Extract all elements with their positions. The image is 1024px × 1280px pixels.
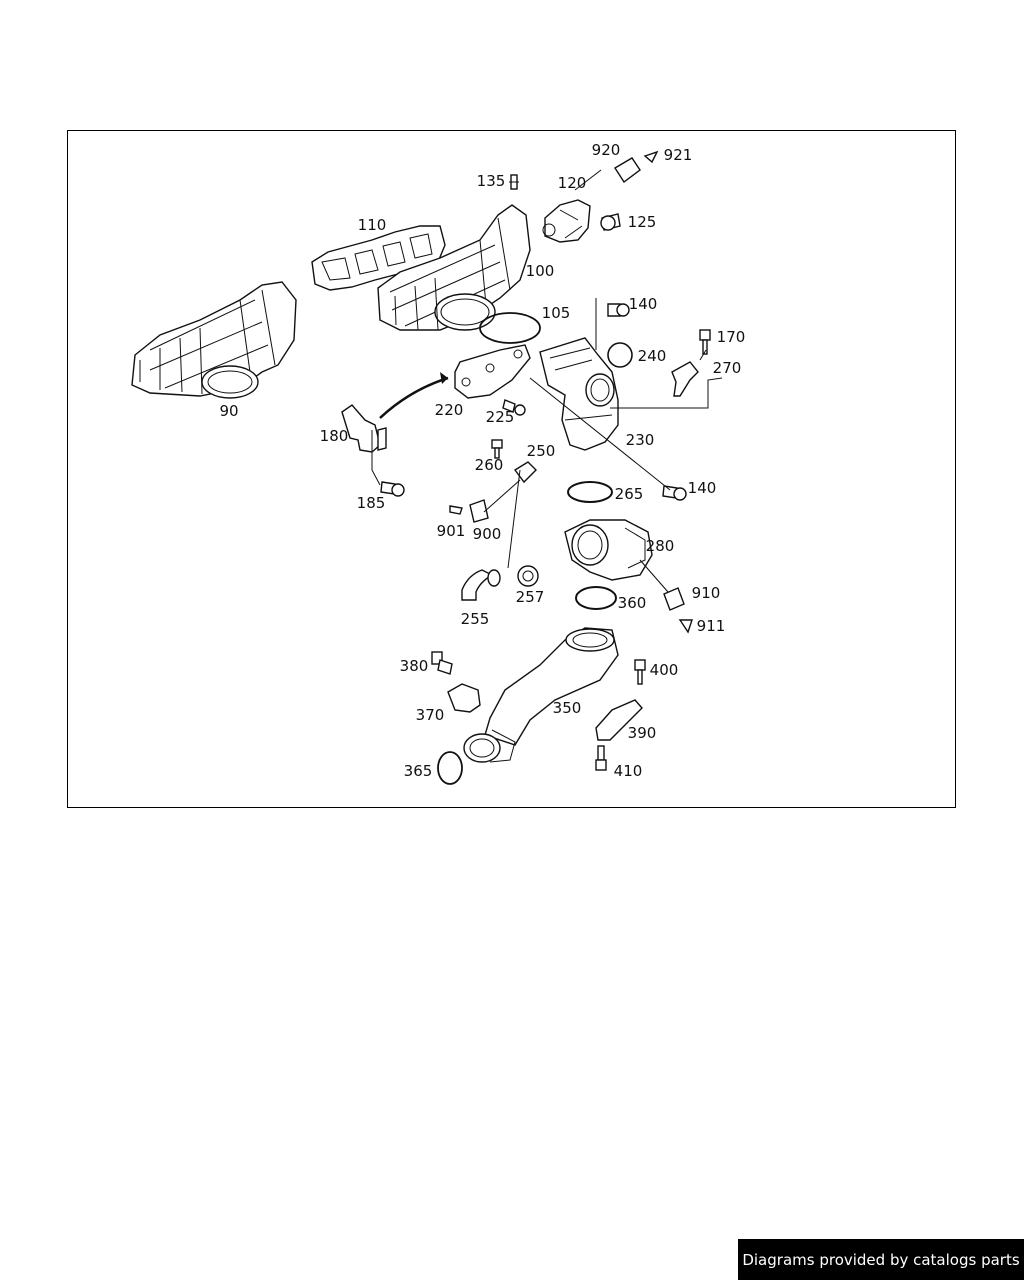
diagram-frame	[67, 130, 956, 808]
label-900: 900	[473, 525, 502, 543]
label-370: 370	[416, 706, 445, 724]
part-380-bolt[interactable]	[431, 651, 453, 675]
part-220-gasket-plate[interactable]	[454, 344, 531, 399]
label-265: 265	[615, 485, 644, 503]
label-410: 410	[614, 762, 643, 780]
part-185-bolt[interactable]	[380, 481, 405, 497]
label-911: 911	[697, 617, 726, 635]
label-125: 125	[628, 213, 657, 231]
label-921: 921	[664, 146, 693, 164]
part-410-bolt[interactable]	[595, 745, 607, 771]
label-110: 110	[358, 216, 387, 234]
label-140-upper: 140	[629, 295, 658, 313]
part-230-throttle-housing[interactable]	[539, 337, 619, 451]
label-90: 90	[219, 402, 238, 420]
label-220: 220	[435, 401, 464, 419]
label-140-lower: 140	[688, 479, 717, 497]
part-350-intake-pipe[interactable]	[463, 627, 619, 763]
part-900-connector[interactable]	[469, 499, 489, 523]
part-920-connector[interactable]	[614, 157, 641, 184]
part-100-intake-manifold-right[interactable]	[377, 204, 531, 331]
label-240: 240	[638, 347, 667, 365]
label-360: 360	[618, 594, 647, 612]
label-250: 250	[527, 442, 556, 460]
label-280: 280	[646, 537, 675, 555]
label-350: 350	[553, 699, 582, 717]
part-90-intake-manifold-left[interactable]	[131, 281, 297, 399]
label-105: 105	[542, 304, 571, 322]
part-400-bolt[interactable]	[634, 659, 646, 685]
label-380: 380	[400, 657, 429, 675]
label-230: 230	[626, 431, 655, 449]
label-270: 270	[713, 359, 742, 377]
part-180-bracket[interactable]	[341, 404, 387, 453]
part-280-throttle-body[interactable]	[564, 519, 653, 581]
part-225-bolt[interactable]	[502, 399, 526, 416]
part-140-bolt-lower[interactable]	[662, 485, 687, 501]
part-250-sensor[interactable]	[513, 461, 537, 484]
part-365-o-ring[interactable]	[437, 751, 463, 785]
label-365: 365	[404, 762, 433, 780]
part-910-connector[interactable]	[663, 587, 685, 611]
label-135: 135	[477, 172, 506, 190]
label-260: 260	[475, 456, 504, 474]
label-225: 225	[486, 408, 515, 426]
part-120-sensor-housing[interactable]	[542, 199, 591, 243]
part-370-bracket[interactable]	[447, 683, 481, 713]
part-105-o-ring[interactable]	[479, 312, 541, 344]
part-240-o-ring[interactable]	[607, 342, 633, 368]
part-135-screw[interactable]	[509, 174, 519, 190]
label-920: 920	[592, 141, 621, 159]
part-360-clamp[interactable]	[575, 586, 617, 610]
label-257: 257	[516, 588, 545, 606]
part-125-bolt[interactable]	[600, 213, 621, 231]
part-140-bolt-upper[interactable]	[607, 303, 630, 317]
label-100: 100	[526, 262, 555, 280]
label-901: 901	[437, 522, 466, 540]
label-910: 910	[692, 584, 721, 602]
assembly-arrow-head	[440, 372, 448, 384]
part-390-bracket[interactable]	[595, 699, 643, 741]
attribution-banner: Diagrams provided by catalogs parts	[738, 1239, 1024, 1280]
part-265-clamp[interactable]	[567, 481, 613, 503]
part-170-bolt[interactable]	[699, 329, 711, 355]
label-400: 400	[650, 661, 679, 679]
part-255-hose[interactable]	[461, 569, 501, 601]
part-270-bracket[interactable]	[671, 361, 699, 397]
part-110-gasket[interactable]	[311, 225, 446, 291]
leader-lines	[371, 169, 723, 593]
part-921-pin[interactable]	[643, 150, 659, 164]
label-185: 185	[357, 494, 386, 512]
label-390: 390	[628, 724, 657, 742]
label-170: 170	[717, 328, 746, 346]
label-180: 180	[320, 427, 349, 445]
label-255: 255	[461, 610, 490, 628]
assembly-arrow	[379, 376, 449, 419]
label-120: 120	[558, 174, 587, 192]
part-260-bolt[interactable]	[491, 439, 503, 459]
part-911-pin[interactable]	[678, 619, 693, 634]
part-257-valve[interactable]	[517, 565, 539, 587]
part-901-pin[interactable]	[449, 505, 463, 515]
